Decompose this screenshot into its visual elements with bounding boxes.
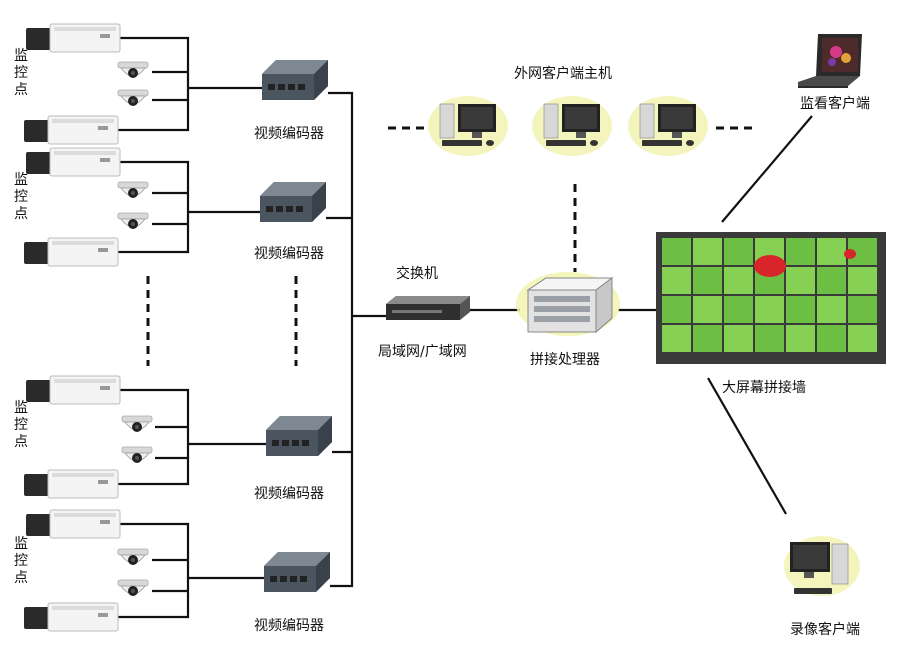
encoder-label: 视频编码器 bbox=[254, 246, 324, 262]
video-wall-tile bbox=[817, 238, 846, 265]
video-wall-tile bbox=[693, 296, 722, 323]
encoder-label: 视频编码器 bbox=[254, 486, 324, 502]
video-wall-tile bbox=[662, 267, 691, 294]
video-wall-tile bbox=[786, 238, 815, 265]
network-label: 局域网/广域网 bbox=[378, 344, 467, 360]
video-wall-label: 大屏幕拼接墙 bbox=[722, 379, 806, 396]
video-wall-tile bbox=[724, 267, 753, 294]
video-wall-tile bbox=[755, 296, 784, 323]
video-wall-tile bbox=[848, 325, 877, 352]
video-wall-tile bbox=[755, 325, 784, 352]
video-wall-icon bbox=[656, 232, 886, 364]
encoder-icon bbox=[266, 416, 332, 456]
video-wall-tile bbox=[724, 325, 753, 352]
video-wall-tile bbox=[786, 267, 815, 294]
camera-group-2 bbox=[23, 147, 149, 267]
monitor-point-label: 监控点 bbox=[14, 400, 28, 450]
box-camera-icon bbox=[25, 375, 121, 405]
video-wall-tile bbox=[693, 267, 722, 294]
camera-group-4 bbox=[23, 509, 149, 632]
dome-camera-icon bbox=[117, 89, 149, 107]
video-wall-tile bbox=[786, 296, 815, 323]
box-camera-icon bbox=[23, 237, 119, 267]
dome-camera-icon bbox=[117, 579, 149, 597]
box-camera-icon bbox=[25, 509, 121, 539]
monitor-point-label: 监控点 bbox=[14, 48, 28, 98]
video-wall-tile bbox=[724, 238, 753, 265]
video-wall-tile bbox=[817, 267, 846, 294]
dome-camera-icon bbox=[117, 181, 149, 199]
viewing-client-label: 监看客户端 bbox=[800, 95, 870, 112]
switch-icon bbox=[386, 296, 470, 320]
video-wall-tile bbox=[817, 325, 846, 352]
dome-camera-icon bbox=[121, 415, 153, 433]
video-wall-tile bbox=[786, 325, 815, 352]
video-wall-tile bbox=[848, 267, 877, 294]
box-camera-icon bbox=[25, 23, 121, 53]
desktop-pc-icon bbox=[427, 95, 509, 157]
connection-lines bbox=[118, 36, 813, 619]
encoder-icon bbox=[264, 552, 330, 592]
dome-camera-icon bbox=[117, 548, 149, 566]
monitor-point-label: 监控点 bbox=[14, 172, 28, 222]
encoder-label: 视频编码器 bbox=[254, 126, 324, 142]
video-wall-tile bbox=[693, 325, 722, 352]
desktop-pc-icon bbox=[531, 95, 613, 157]
video-wall-tile bbox=[724, 296, 753, 323]
external-hosts-label: 外网客户端主机 bbox=[514, 65, 612, 82]
encoder-icon bbox=[260, 182, 326, 222]
dome-camera-icon bbox=[117, 212, 149, 230]
video-wall-tile bbox=[662, 325, 691, 352]
video-wall-tile bbox=[662, 238, 691, 265]
video-wall-tile bbox=[693, 238, 722, 265]
video-wall-tile bbox=[662, 296, 691, 323]
box-camera-icon bbox=[23, 602, 119, 632]
processor-icon bbox=[516, 272, 620, 336]
box-camera-icon bbox=[23, 469, 119, 499]
recording-client-label: 录像客户端 bbox=[790, 621, 860, 638]
box-camera-icon bbox=[25, 147, 121, 177]
desktop-pc-icon bbox=[627, 95, 709, 157]
dome-camera-icon bbox=[117, 61, 149, 79]
camera-group-1 bbox=[23, 23, 149, 145]
desktop-pc-icon bbox=[784, 536, 860, 596]
box-camera-icon bbox=[23, 115, 119, 145]
encoder-label: 视频编码器 bbox=[254, 618, 324, 634]
dashed-lines bbox=[146, 126, 756, 366]
camera-group-3 bbox=[23, 375, 153, 499]
video-wall-tile bbox=[848, 296, 877, 323]
video-wall-tile bbox=[817, 296, 846, 323]
laptop-icon bbox=[798, 34, 862, 88]
dome-camera-icon bbox=[121, 446, 153, 464]
monitor-point-label: 监控点 bbox=[14, 536, 28, 586]
encoder-icon bbox=[262, 60, 328, 100]
processor-label: 拼接处理器 bbox=[530, 351, 600, 368]
switch-label: 交换机 bbox=[396, 265, 438, 282]
